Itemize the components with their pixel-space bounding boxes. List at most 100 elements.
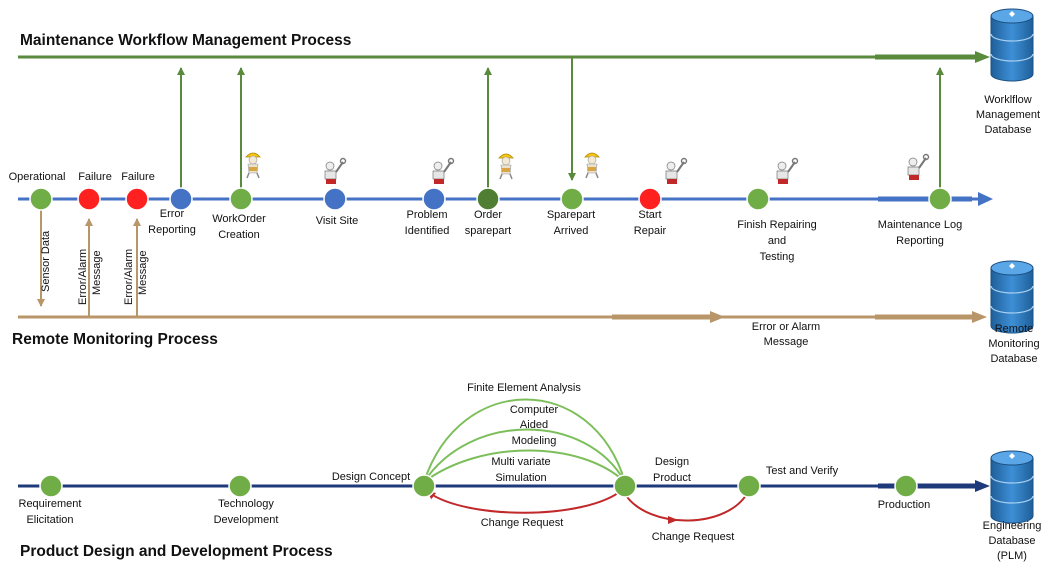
product-node-5 bbox=[894, 474, 918, 498]
maintenance-label-0-0: Operational bbox=[9, 171, 66, 183]
engineering-db-label-2: (PLM) bbox=[997, 550, 1027, 562]
error-alarm-label-2-line2: Message bbox=[137, 250, 149, 295]
workflow-db-label-2: Database bbox=[984, 124, 1031, 136]
maintenance-label-8-1: Arrived bbox=[554, 225, 589, 237]
maintenance-node-0 bbox=[29, 187, 53, 211]
remote-db-label-1: Monitoring bbox=[988, 338, 1039, 350]
product-label-2-0: Design Concept bbox=[332, 471, 410, 483]
change-request-arcs bbox=[427, 489, 750, 524]
remote-database-icon bbox=[990, 260, 1034, 334]
maintenance-label-6-0: Problem bbox=[407, 209, 448, 221]
robot-wrench-icon bbox=[776, 157, 799, 184]
maintenance-label-2-0: Failure bbox=[121, 171, 155, 183]
analysis-label-multivariate: Multi variate bbox=[491, 456, 550, 468]
product-title: Product Design and Development Process bbox=[20, 543, 333, 560]
analysis-label-modeling: Modeling bbox=[512, 435, 557, 447]
worker-hardhat-icon bbox=[584, 152, 600, 179]
robot-wrench-icon bbox=[324, 157, 347, 184]
databases: WorklflowManagementDatabaseRemoteMonitor… bbox=[976, 8, 1042, 562]
remote-monitoring-line bbox=[18, 311, 987, 323]
workflow-db-label-0: Worklflow bbox=[984, 94, 1032, 106]
analysis-label-computer: Computer bbox=[510, 404, 559, 416]
maintenance-node-11 bbox=[928, 187, 952, 211]
worker-hardhat-icon bbox=[498, 153, 514, 180]
vertical-message-labels: Sensor Data Error/Alarm Message Error/Al… bbox=[40, 230, 149, 305]
workflow-database-icon bbox=[990, 8, 1034, 82]
maintenance-node-10 bbox=[746, 187, 770, 211]
maintenance-label-11-1: Reporting bbox=[896, 235, 944, 247]
product-label-4-0: Test and Verify bbox=[766, 465, 839, 477]
change-request-arc-1 bbox=[427, 489, 623, 514]
maintenance-label-3-0: Error bbox=[160, 208, 185, 220]
change-request-label-1: Change Request bbox=[481, 517, 564, 529]
remote-message-line1: Error or Alarm bbox=[752, 321, 820, 333]
product-timeline bbox=[18, 480, 990, 492]
maintenance-label-9-0: Start bbox=[638, 209, 661, 221]
maintenance-label-10-0: Finish Repairing bbox=[737, 219, 816, 231]
maintenance-label-8-0: Sparepart bbox=[547, 209, 595, 221]
worker-hardhat-icon bbox=[245, 152, 261, 179]
sensor-message-arrows bbox=[37, 210, 141, 317]
product-node-0 bbox=[39, 474, 63, 498]
engineering-database-icon bbox=[990, 450, 1034, 524]
maintenance-node-1 bbox=[77, 187, 101, 211]
change-request-label-2: Change Request bbox=[652, 531, 735, 543]
product-labels: RequirementElicitationTechnologyDevelopm… bbox=[19, 456, 931, 526]
maintenance-node-7 bbox=[476, 187, 500, 211]
maintenance-label-4-0: WorkOrder bbox=[212, 213, 266, 225]
product-label-1-0: Technology bbox=[218, 498, 274, 510]
report-up-arrows bbox=[177, 58, 944, 190]
analysis-labels: Finite Element Analysis Computer Aided M… bbox=[467, 382, 581, 484]
robot-wrench-icon bbox=[907, 153, 930, 180]
maintenance-timeline bbox=[18, 192, 993, 206]
maintenance-label-11-0: Maintenance Log bbox=[878, 219, 962, 231]
product-node-3 bbox=[613, 474, 637, 498]
maintenance-label-10-1: and bbox=[768, 235, 786, 247]
maintenance-label-3-1: Reporting bbox=[148, 224, 196, 236]
maintenance-label-10-2: Testing bbox=[760, 251, 795, 263]
analysis-arcs bbox=[423, 398, 627, 483]
product-node-4 bbox=[737, 474, 761, 498]
maintenance-node-2 bbox=[125, 187, 149, 211]
maintenance-label-7-1: sparepart bbox=[465, 225, 511, 237]
error-alarm-label-2-line1: Error/Alarm bbox=[123, 249, 135, 305]
remote-title: Remote Monitoring Process bbox=[12, 331, 218, 348]
maintenance-label-7-0: Order bbox=[474, 209, 502, 221]
maintenance-label-5-0: Visit Site bbox=[316, 215, 359, 227]
error-alarm-label-1-line2: Message bbox=[91, 250, 103, 295]
maintenance-label-1-0: Failure bbox=[78, 171, 112, 183]
maintenance-node-6 bbox=[422, 187, 446, 211]
robot-wrench-icon bbox=[665, 157, 688, 184]
fea-arc bbox=[423, 398, 627, 483]
product-node-2 bbox=[412, 474, 436, 498]
engineering-db-label-0: Engineering bbox=[983, 520, 1042, 532]
workflow-db-label-1: Management bbox=[976, 109, 1040, 121]
maintenance-nodes bbox=[29, 187, 952, 211]
change-request-arrowhead-2 bbox=[668, 516, 678, 524]
remote-message-line2: Message bbox=[764, 336, 809, 348]
analysis-label-simulation: Simulation bbox=[495, 472, 546, 484]
cam-arc bbox=[423, 428, 626, 483]
remote-db-label-2: Database bbox=[990, 353, 1037, 365]
remote-db-label-0: Remote bbox=[995, 323, 1034, 335]
engineering-db-label-1: Database bbox=[988, 535, 1035, 547]
robot-wrench-icon bbox=[432, 157, 455, 184]
change-request-arc-2 bbox=[624, 489, 750, 522]
worker-icons bbox=[245, 152, 930, 184]
product-node-1 bbox=[228, 474, 252, 498]
product-label-0-0: Requirement bbox=[19, 498, 82, 510]
simulation-arc bbox=[423, 449, 626, 483]
maintenance-workflow-line bbox=[18, 51, 990, 63]
maintenance-node-3 bbox=[169, 187, 193, 211]
product-label-1-1: Development bbox=[214, 514, 279, 526]
product-nodes bbox=[39, 474, 918, 498]
maintenance-title: Maintenance Workflow Management Process bbox=[20, 32, 351, 49]
maintenance-node-8 bbox=[560, 187, 584, 211]
sensor-data-label: Sensor Data bbox=[40, 230, 52, 292]
analysis-label-fea: Finite Element Analysis bbox=[467, 382, 581, 394]
error-alarm-label-1-line1: Error/Alarm bbox=[77, 249, 89, 305]
maintenance-label-6-1: Identified bbox=[405, 225, 450, 237]
product-label-3-0: Design bbox=[655, 456, 689, 468]
maintenance-node-4 bbox=[229, 187, 253, 211]
